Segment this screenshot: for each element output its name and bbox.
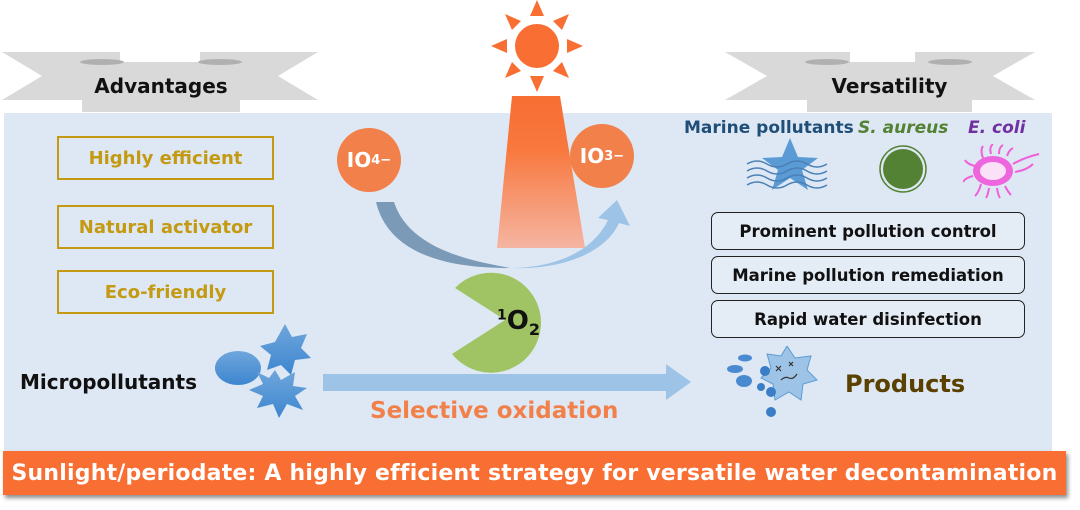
s-aureus-cell-icon xyxy=(879,145,927,193)
marine-star-waves-icon xyxy=(746,138,828,190)
degradation-products-icon xyxy=(727,346,818,417)
periodate-subscript: 4 xyxy=(371,152,381,168)
sunlight-graphic xyxy=(491,0,585,248)
versatility-ribbon xyxy=(725,52,1035,112)
iodate-subscript: 3 xyxy=(604,148,614,164)
versatility-water-disinfection: Rapid water disinfection xyxy=(711,300,1025,338)
advantages-heading: Advantages xyxy=(94,74,228,98)
iodate-formula: IO xyxy=(579,144,605,168)
selective-oxidation-label: Selective oxidation xyxy=(370,398,619,424)
e-coli-label: E. coli xyxy=(968,118,1026,138)
micropollutants-icon xyxy=(215,324,311,418)
marine-pollutants-label: Marine pollutants xyxy=(684,118,854,138)
iodate-charge: − xyxy=(613,148,625,164)
singlet-superscript: 1 xyxy=(497,307,507,324)
sun-icon xyxy=(491,0,583,92)
periodate-charge: − xyxy=(380,152,392,168)
versatility-heading: Versatility xyxy=(831,74,948,98)
advantage-highly-efficient: Highly efficient xyxy=(57,136,274,180)
products-label: Products xyxy=(845,370,966,398)
advantage-eco-friendly: Eco-friendly xyxy=(57,270,274,314)
advantages-ribbon xyxy=(2,52,318,112)
e-coli-bacterium-icon xyxy=(963,144,1040,199)
periodate-to-iodate-arrow xyxy=(376,200,630,269)
oxygen-subscript: 2 xyxy=(528,320,540,340)
micropollutants-label: Micropollutants xyxy=(20,370,197,394)
singlet-oxygen-pacman-icon xyxy=(452,272,541,373)
light-beam xyxy=(497,96,585,248)
periodate-formula: IO xyxy=(346,148,372,172)
oxygen-symbol: O xyxy=(506,306,529,336)
summary-banner: Sunlight/periodate: A highly efficient s… xyxy=(3,451,1066,495)
singlet-oxygen-label: 1O2 xyxy=(497,306,540,339)
oxidation-arrow xyxy=(323,364,691,400)
advantage-natural-activator: Natural activator xyxy=(57,205,274,249)
versatility-marine-remediation: Marine pollution remediation xyxy=(711,256,1025,294)
versatility-pollution-control: Prominent pollution control xyxy=(711,212,1025,250)
s-aureus-label: S. aureus xyxy=(858,118,949,138)
